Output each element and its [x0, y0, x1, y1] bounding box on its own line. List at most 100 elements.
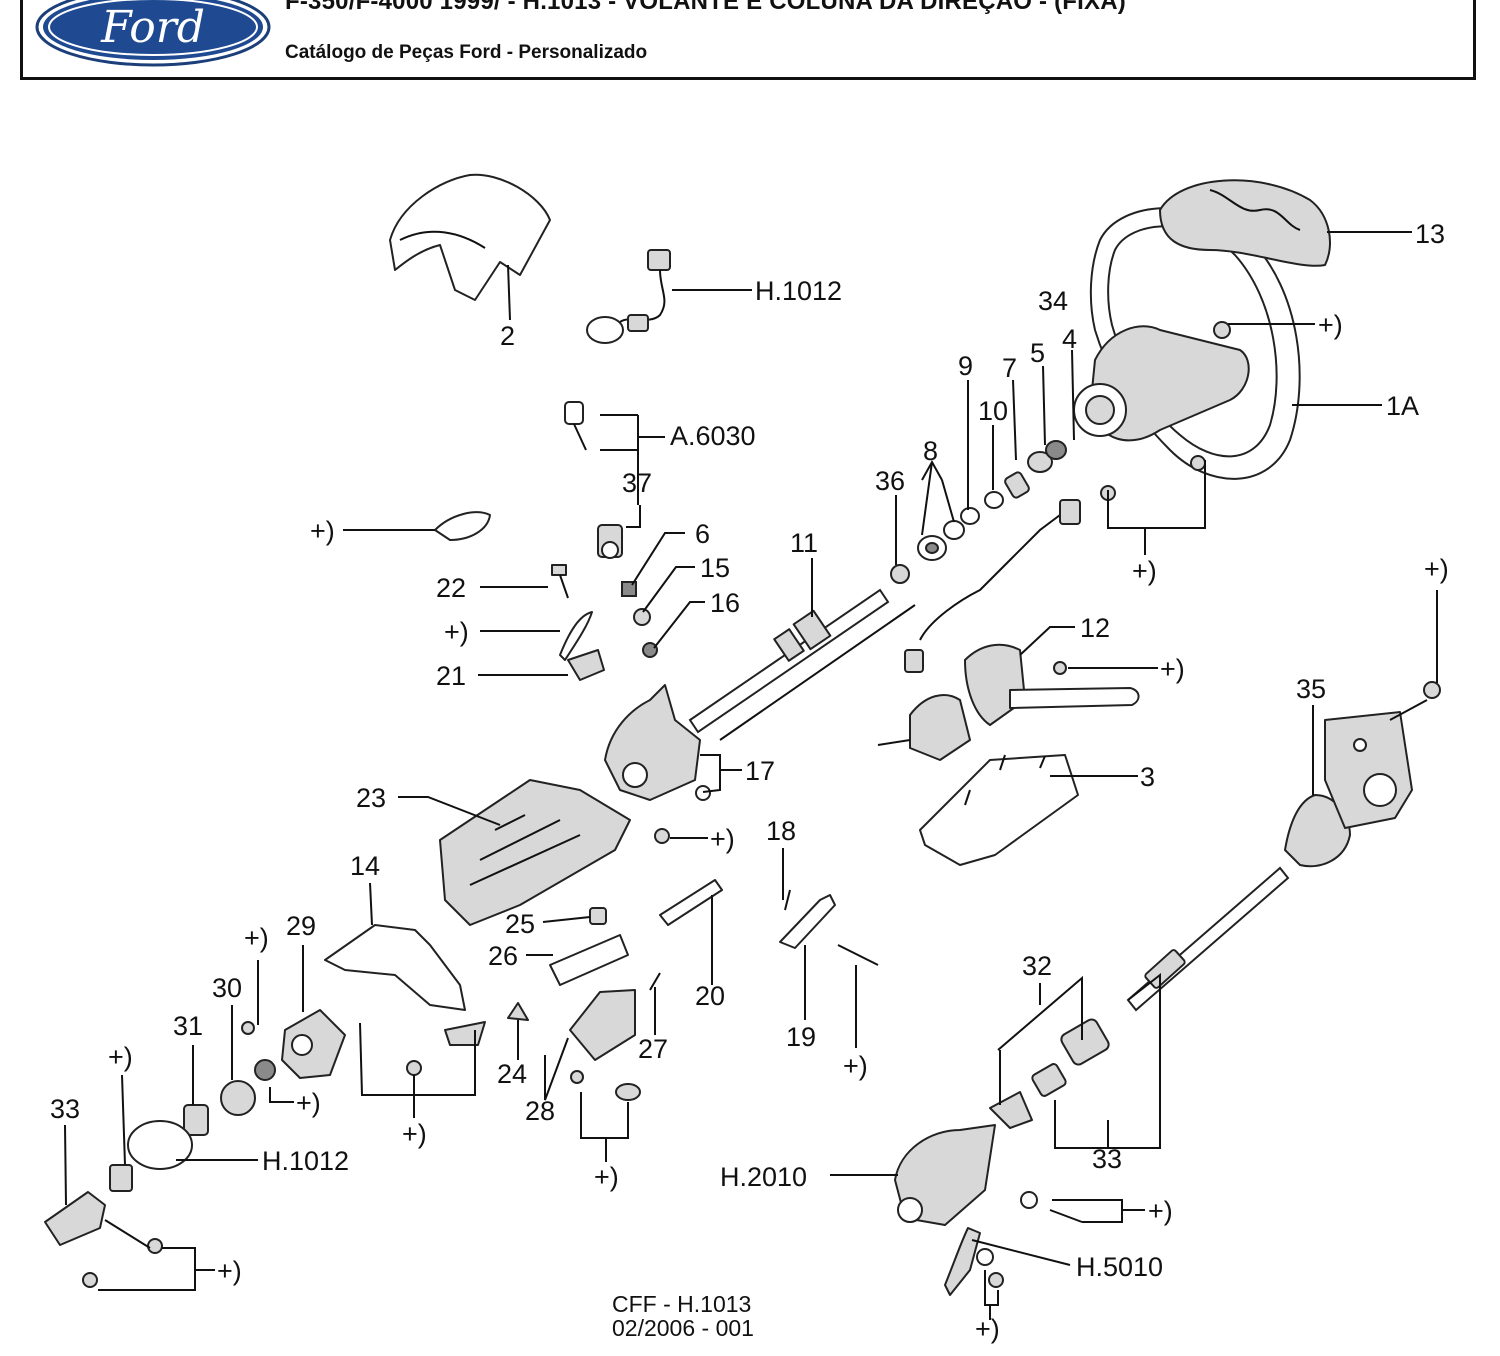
- connector-2: [904, 649, 924, 673]
- label-31: 31: [173, 1011, 203, 1041]
- label-37: 37: [622, 468, 652, 498]
- bolt: [654, 828, 670, 844]
- label-27: 27: [638, 1034, 668, 1064]
- drawing-reference: CFF - H.1013 02/2006 - 001: [612, 1292, 754, 1340]
- label-26: 26: [488, 941, 518, 971]
- screw-2: [1190, 455, 1206, 471]
- steering-gear: [894, 1124, 996, 1226]
- label-30: 30: [212, 973, 242, 1003]
- label-14: 14: [350, 851, 380, 881]
- part-29-bore: [291, 1034, 313, 1056]
- plus-4: +): [1132, 556, 1157, 586]
- label-18: 18: [766, 816, 796, 846]
- label-19: 19: [786, 1022, 816, 1052]
- label-15: 15: [700, 553, 730, 583]
- label-32: 32: [1022, 951, 1052, 981]
- label-13: 13: [1415, 219, 1445, 249]
- connector: [1059, 499, 1081, 525]
- plus-15: +): [1148, 1196, 1173, 1226]
- disc: [127, 1120, 193, 1170]
- bolt-d: [241, 1021, 255, 1035]
- label-20: 20: [695, 981, 725, 1011]
- bulkhead-plate: [1324, 711, 1413, 829]
- label-22: 22: [436, 573, 466, 603]
- bolt-22: [551, 564, 569, 599]
- lever: [444, 1021, 486, 1046]
- label-1a: 1A: [1386, 391, 1419, 421]
- lock-cylinder: [597, 524, 623, 559]
- pin-rod: [837, 944, 879, 966]
- plus-9: +): [108, 1042, 133, 1072]
- nut-2: [988, 1272, 1004, 1288]
- plus-1: +): [1318, 310, 1343, 340]
- drawing-date: 02/2006 - 001: [612, 1315, 754, 1341]
- bolt-top-right: [1423, 681, 1441, 699]
- label-34: 34: [1038, 286, 1068, 316]
- lock-housing: [604, 684, 711, 801]
- label-h1012-bottom: H.1012: [262, 1146, 349, 1176]
- column-bracket: [439, 779, 631, 926]
- part-30b: [254, 1059, 276, 1081]
- label-4: 4: [1062, 324, 1077, 354]
- bolt-f: [570, 1070, 584, 1084]
- label-9: 9: [958, 351, 973, 381]
- intermediate-shaft: [989, 866, 1290, 1129]
- label-7: 7: [1002, 353, 1017, 383]
- washer: [1020, 1191, 1038, 1209]
- part-15: [633, 608, 651, 626]
- label-3: 3: [1140, 762, 1155, 792]
- ignition-key: [564, 401, 587, 451]
- plus-7: +): [710, 824, 735, 854]
- label-16: 16: [710, 588, 740, 618]
- plus-5: +): [1424, 554, 1449, 584]
- u-joint-33: [44, 1191, 106, 1246]
- label-12: 12: [1080, 613, 1110, 643]
- part-19: [779, 894, 836, 949]
- label-29: 29: [286, 911, 316, 941]
- bolt-h: [1049, 1209, 1083, 1223]
- part-31: [183, 1104, 209, 1136]
- spring: [109, 1164, 133, 1192]
- label-25: 25: [505, 909, 535, 939]
- leader-lines: [64, 231, 1438, 1320]
- label-h2010: H.2010: [720, 1162, 807, 1192]
- wiper-switch: [877, 694, 971, 761]
- part-24: [507, 1002, 529, 1021]
- airbag-cover: [1159, 179, 1331, 267]
- label-a6030: A.6030: [670, 421, 756, 451]
- pin-27: [649, 972, 661, 991]
- plus-8: +): [244, 923, 269, 953]
- part-20: [659, 879, 723, 926]
- label-35: 35: [1296, 674, 1326, 704]
- part-6: [621, 581, 637, 597]
- label-h5010: H.5010: [1076, 1252, 1163, 1282]
- label-5: 5: [1030, 338, 1045, 368]
- clip: [559, 611, 593, 661]
- label-11: 11: [790, 528, 818, 558]
- bracket-14: [324, 924, 466, 1011]
- bracket-21: [567, 649, 605, 681]
- plus-13: +): [594, 1162, 619, 1192]
- bolt-c: [82, 1272, 98, 1288]
- label-h1012-top: H.1012: [755, 276, 842, 306]
- page-subtitle: Catálogo de Peças Ford - Personalizado: [285, 42, 648, 63]
- label-28: 28: [525, 1096, 555, 1126]
- bolt-e: [406, 1060, 422, 1076]
- plus-11: +): [402, 1119, 427, 1149]
- switch-harness-top: [586, 249, 671, 344]
- washer-2: [976, 1248, 994, 1266]
- callout-labels: 2 H.1012 13 34 5 4 9 7 10 8 36 1A A.6030…: [50, 219, 1449, 1344]
- label-33-right: 33: [1092, 1144, 1122, 1174]
- ford-logo-text: Ford: [100, 2, 205, 53]
- multifunction-switch: [964, 643, 1140, 726]
- trim-clip: [434, 511, 491, 541]
- label-6: 6: [695, 519, 710, 549]
- bolt-b: [147, 1238, 163, 1254]
- nut-g: [615, 1083, 641, 1101]
- part-26: [549, 934, 629, 986]
- steering-wheel: [1073, 207, 1301, 480]
- bearing-stack: [917, 440, 1067, 561]
- part-25: [589, 907, 607, 925]
- assembly-line: [719, 604, 916, 741]
- label-8: 8: [923, 436, 938, 466]
